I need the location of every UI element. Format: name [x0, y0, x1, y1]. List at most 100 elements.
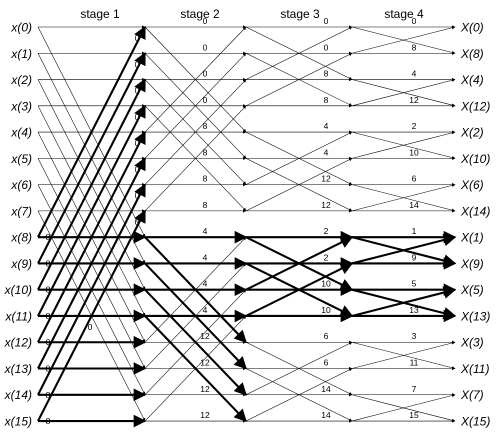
cross-wire — [351, 233, 457, 265]
twiddle-label: 8 — [46, 232, 51, 242]
input-label: x(15) — [4, 414, 32, 428]
twiddle-label: 5 — [412, 279, 417, 289]
twiddle-label: 12 — [200, 384, 210, 394]
twiddle-label: 0 — [135, 191, 140, 201]
twiddle-label: 8 — [46, 311, 51, 321]
cross-wire — [351, 131, 456, 159]
twiddle-label: 12 — [321, 174, 331, 184]
cross-wire — [351, 341, 456, 369]
stage-3-label: stage 3 — [280, 7, 320, 21]
twiddle-label: 14 — [409, 200, 419, 210]
input-label: x(4) — [10, 126, 32, 140]
twiddle-label: 0 — [135, 112, 140, 122]
input-label: x(5) — [10, 152, 32, 166]
input-label: x(6) — [10, 178, 32, 192]
twiddle-label: 8 — [203, 200, 208, 210]
cross-wire — [37, 157, 146, 369]
output-label: X(4) — [460, 73, 484, 87]
twiddle-label: 8 — [46, 390, 51, 400]
input-label: x(8) — [10, 231, 32, 245]
cross-wire — [351, 286, 457, 317]
cross-wire — [37, 78, 146, 291]
twiddle-label: 8 — [46, 285, 51, 295]
twiddle-label: 7 — [412, 384, 417, 394]
cross-wire — [144, 263, 247, 369]
output-label: X(13) — [460, 309, 490, 323]
cross-wire — [37, 209, 146, 422]
twiddle-label: 0 — [135, 59, 140, 69]
output-label: X(6) — [460, 178, 484, 192]
stage-1-label: stage 1 — [80, 7, 120, 21]
output-label: X(7) — [460, 388, 484, 402]
input-label: x(9) — [10, 257, 32, 271]
cross-wire — [144, 315, 247, 422]
twiddle-label: 13 — [409, 305, 419, 315]
cross-wire — [245, 131, 353, 185]
twiddle-label: 0 — [412, 16, 417, 26]
twiddle-label: 14 — [321, 410, 331, 420]
input-label: x(0) — [10, 21, 32, 35]
twiddle-label: 8 — [324, 95, 329, 105]
input-label: x(1) — [10, 47, 32, 61]
twiddle-label: 0 — [135, 33, 140, 43]
twiddle-label: 0 — [135, 217, 140, 227]
input-labels: x(0) x(1) x(2) x(3) x(4) x(5) x(6) x(7) … — [4, 21, 32, 429]
twiddle-label: 8 — [203, 174, 208, 184]
twiddle-label: 4 — [203, 305, 208, 315]
twiddle-label: 4 — [324, 147, 329, 157]
input-label: x(14) — [4, 388, 32, 402]
twiddle-label: 15 — [409, 410, 419, 420]
twiddle-label: 0 — [203, 42, 208, 52]
twiddle-label: 0 — [324, 16, 329, 26]
cross-wire — [37, 183, 146, 396]
output-label: X(11) — [460, 362, 489, 376]
cross-wire — [144, 236, 247, 343]
output-label: X(0) — [460, 21, 484, 35]
input-label: x(11) — [5, 309, 32, 323]
twiddle-label: 0 — [88, 322, 93, 332]
stage-4-label: stage 4 — [384, 7, 424, 21]
twiddle-label: 8 — [324, 69, 329, 79]
cross-wire — [245, 26, 353, 80]
input-label: x(13) — [4, 362, 32, 376]
twiddle-label: 6 — [324, 331, 329, 341]
cross-wire — [245, 368, 353, 422]
twiddle-label: 12 — [321, 200, 331, 210]
twiddle-label: 4 — [203, 226, 208, 236]
twiddle-label: 2 — [324, 252, 329, 262]
cross-wire — [144, 289, 247, 395]
twiddle-label: 12 — [200, 358, 210, 368]
cross-wire — [37, 130, 146, 343]
cross-wire — [144, 26, 247, 133]
stage-2-label: stage 2 — [180, 7, 220, 21]
output-labels: X(0) X(8) X(4) X(12) X(2) X(10) X(6) X(1… — [460, 21, 490, 429]
twiddle-label: 8 — [46, 258, 51, 268]
twiddle-label: 0 — [203, 69, 208, 79]
twiddle-label: 6 — [324, 358, 329, 368]
twiddle-label: 4 — [203, 252, 208, 262]
twiddle-label: 0 — [135, 138, 140, 148]
cross-wire — [144, 53, 247, 159]
twiddle-label: 0 — [203, 16, 208, 26]
twiddle-label: 10 — [321, 305, 331, 315]
cross-wire — [245, 158, 353, 212]
twiddle-label: 0 — [135, 86, 140, 96]
twiddle-label: 8 — [203, 121, 208, 131]
butterfly-wires — [37, 25, 457, 428]
twiddle-label: 0 — [135, 164, 140, 174]
twiddle-label: 11 — [410, 358, 419, 368]
output-label: X(3) — [460, 336, 484, 350]
cross-wire — [37, 25, 146, 238]
stage-labels: stage 1 stage 2 stage 3 stage 4 — [80, 7, 424, 21]
twiddle-label: 10 — [409, 147, 419, 157]
cross-wire — [351, 183, 456, 212]
twiddle-label: 9 — [412, 252, 417, 262]
output-label: X(10) — [460, 152, 490, 166]
input-label: x(7) — [10, 204, 32, 218]
twiddle-label: 12 — [200, 410, 210, 420]
twiddle-label: 0 — [203, 95, 208, 105]
output-label: X(14) — [460, 204, 490, 218]
cross-wire — [144, 105, 247, 212]
output-label: X(1) — [460, 231, 484, 245]
cross-wire — [245, 53, 353, 107]
